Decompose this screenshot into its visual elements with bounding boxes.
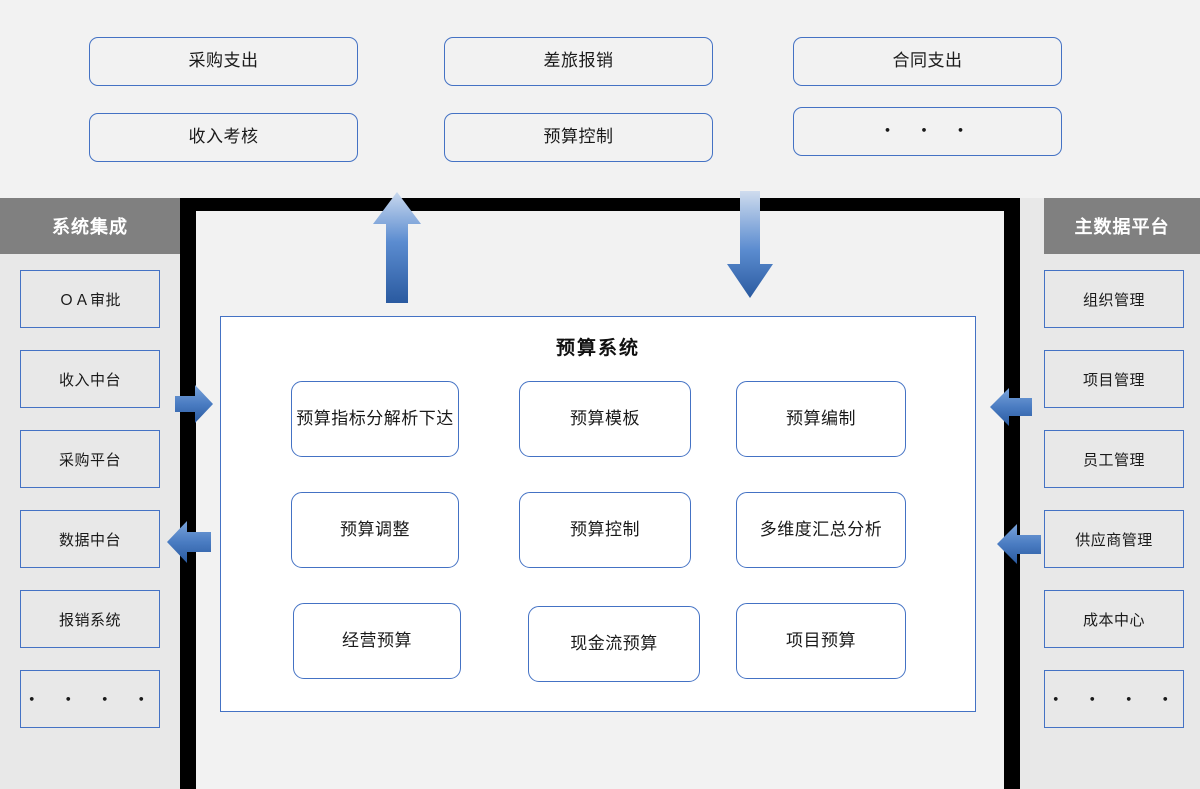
- module-label: 预算编制: [786, 408, 856, 428]
- left-panel-title: 系统集成: [0, 198, 180, 254]
- module-label: 预算模板: [570, 408, 640, 428]
- arrow-left-left-panel-bottom: [167, 521, 211, 563]
- budget-system-panel: 预算系统 预算指标分解析下达 预算模板 预算编制 预算调整 预算控制 多维度汇总…: [220, 316, 976, 712]
- side-item-label: 采购平台: [58, 452, 121, 469]
- module-label: 多维度汇总分析: [759, 519, 883, 539]
- side-item-label: 成本中心: [1082, 612, 1145, 629]
- pill-label: 合同支出: [892, 51, 963, 71]
- pill-label: 差旅报销: [543, 51, 614, 71]
- left-item-data-midend[interactable]: 数据中台: [20, 510, 160, 568]
- source-pill-revenue-assessment[interactable]: 收入考核: [89, 113, 358, 162]
- module-budget-control[interactable]: 预算控制: [519, 492, 691, 568]
- arrow-left-right-panel-top: [990, 388, 1032, 426]
- module-label: 预算控制: [570, 519, 640, 539]
- source-pill-contract-expense[interactable]: 合同支出: [793, 37, 1062, 86]
- arrow-up-to-sources: [373, 192, 421, 303]
- right-panel-master-data-platform: 主数据平台 组织管理 项目管理 员工管理 供应商管理 成本中心 ・ ・ ・ ・: [1020, 198, 1200, 789]
- module-label: 经营预算: [342, 630, 412, 650]
- side-item-label: 项目管理: [1082, 372, 1145, 389]
- pill-label: 收入考核: [188, 127, 259, 147]
- side-item-label: 组织管理: [1082, 292, 1145, 309]
- module-multidimension-analysis[interactable]: 多维度汇总分析: [736, 492, 906, 568]
- module-operating-budget[interactable]: 经营预算: [293, 603, 461, 679]
- right-item-supplier-management[interactable]: 供应商管理: [1044, 510, 1184, 568]
- source-pill-travel-reimbursement[interactable]: 差旅报销: [444, 37, 713, 86]
- module-project-budget[interactable]: 项目预算: [736, 603, 906, 679]
- left-item-oa-approval[interactable]: ＯＡ审批: [20, 270, 160, 328]
- side-item-label: 员工管理: [1082, 452, 1145, 469]
- budget-system-title: 预算系统: [555, 338, 640, 359]
- right-item-org-management[interactable]: 组织管理: [1044, 270, 1184, 328]
- left-panel-system-integration: 系统集成 ＯＡ审批 收入中台 采购平台 数据中台 报销系统 ・ ・ ・ ・: [0, 198, 180, 789]
- left-item-procurement-platform[interactable]: 采购平台: [20, 430, 160, 488]
- module-label: 预算指标分解析下达: [296, 408, 454, 428]
- pill-label: 采购支出: [188, 51, 259, 71]
- arrow-left-right-panel-bottom: [997, 524, 1041, 564]
- module-budget-preparation[interactable]: 预算编制: [736, 381, 906, 457]
- module-budget-template[interactable]: 预算模板: [519, 381, 691, 457]
- arrow-right-left-panel-top: [175, 385, 213, 423]
- side-item-label: 数据中台: [58, 532, 121, 549]
- module-budget-adjustment[interactable]: 预算调整: [291, 492, 459, 568]
- side-item-label: ・ ・ ・ ・: [1046, 690, 1182, 710]
- side-item-label: 收入中台: [58, 372, 121, 389]
- module-cashflow-budget[interactable]: 现金流预算: [528, 606, 700, 682]
- arrow-down-from-sources: [727, 191, 773, 298]
- source-pill-budget-control[interactable]: 预算控制: [444, 113, 713, 162]
- module-label: 项目预算: [786, 630, 856, 650]
- side-item-label: 供应商管理: [1075, 532, 1153, 549]
- side-item-label: 报销系统: [58, 612, 121, 629]
- module-label: 预算调整: [340, 519, 410, 539]
- right-item-project-management[interactable]: 项目管理: [1044, 350, 1184, 408]
- pill-label: ・ ・ ・: [878, 120, 977, 141]
- side-item-label: ＯＡ审批: [58, 292, 121, 309]
- left-item-more[interactable]: ・ ・ ・ ・: [20, 670, 160, 728]
- source-pill-more[interactable]: ・ ・ ・: [793, 107, 1062, 156]
- right-item-more[interactable]: ・ ・ ・ ・: [1044, 670, 1184, 728]
- source-pill-procurement-expense[interactable]: 采购支出: [89, 37, 358, 86]
- right-item-cost-center[interactable]: 成本中心: [1044, 590, 1184, 648]
- right-panel-title: 主数据平台: [1044, 198, 1200, 254]
- pill-label: 预算控制: [543, 127, 614, 147]
- right-item-employee-management[interactable]: 员工管理: [1044, 430, 1184, 488]
- side-item-label: ・ ・ ・ ・: [22, 690, 158, 710]
- module-label: 现金流预算: [570, 633, 658, 653]
- left-item-revenue-midend[interactable]: 收入中台: [20, 350, 160, 408]
- left-item-reimbursement-system[interactable]: 报销系统: [20, 590, 160, 648]
- module-budget-indicator-breakdown[interactable]: 预算指标分解析下达: [291, 381, 459, 457]
